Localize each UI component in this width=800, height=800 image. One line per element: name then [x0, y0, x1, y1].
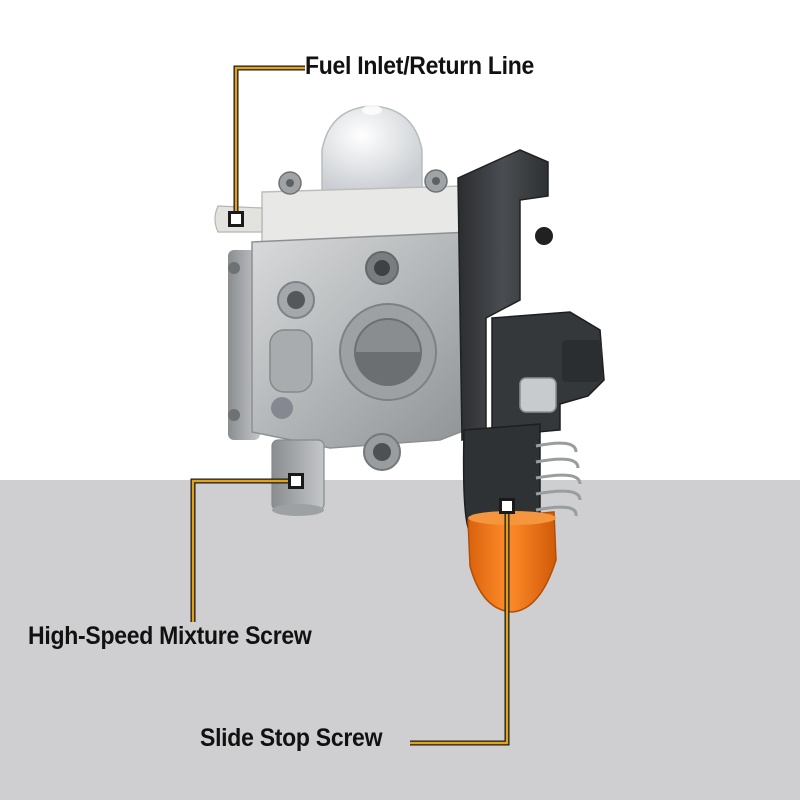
callout-lines	[190, 65, 510, 746]
callout-marker-square	[288, 473, 304, 489]
background-lower	[0, 480, 800, 800]
carburetor-body	[228, 231, 477, 516]
callout-label-fuel-inlet: Fuel Inlet/Return Line	[305, 52, 535, 80]
callout-markers	[228, 211, 515, 514]
primer-bulb	[321, 105, 423, 191]
throttle-assembly	[457, 149, 605, 613]
callout-marker-square	[499, 498, 515, 514]
callout-label-slide-stop-screw: Slide Stop Screw	[200, 724, 383, 752]
callout-marker-square	[228, 211, 244, 227]
callout-label-high-speed-screw: High-Speed Mixture Screw	[28, 622, 312, 650]
